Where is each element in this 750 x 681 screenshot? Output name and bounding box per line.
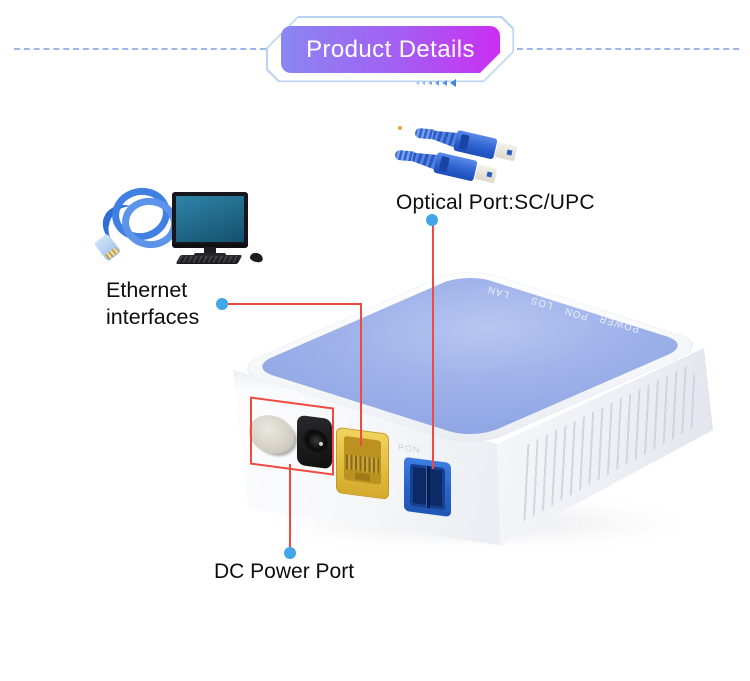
page-title: Product Details [306,35,475,63]
fiber-body-icon [433,151,478,182]
dc-power-highlight-box [250,396,334,476]
ethernet-cable-icon [93,182,182,264]
optical-port-print: PON [398,442,421,455]
ethernet-label-line2: interfaces [106,305,200,329]
desktop-computer-icon [168,192,264,264]
optical-port-label: Optical Port:SC/UPC [396,191,595,214]
arrow-triangle-icon [450,79,456,87]
ethernet-label-line1: Ethernet [106,278,188,302]
dc-power-port-label: DC Power Port [214,560,355,583]
arrow-triangle-icon [422,81,425,85]
monitor-screen-icon [176,196,244,242]
dashed-line-left [14,48,266,50]
ethernet-leader-line-vertical [360,303,362,446]
left-arrows-icon [416,77,456,89]
fiber-tip-icon [398,126,402,130]
optical-anchor-dot [426,214,438,226]
mouse-icon [249,251,264,264]
fiber-ferrule-icon [474,164,498,184]
sc-port-opening [410,463,445,511]
dc-power-leader-line [289,464,291,549]
arrow-triangle-icon [416,81,419,85]
rj45-pins [346,454,379,474]
product-details-banner: Product Details [281,26,500,73]
fiber-body-icon [453,129,498,160]
ethernet-anchor-dot [216,298,228,310]
arrow-triangle-icon [435,80,439,86]
dashed-line-right [517,48,739,50]
monitor-icon [172,192,248,248]
arrow-triangle-icon [442,80,447,86]
rj45-tab-slot [355,472,370,482]
fiber-ferrule-icon [494,142,518,162]
sc-upc-optical-port [404,456,451,517]
keyboard-icon [175,255,243,264]
optical-leader-line [432,221,434,469]
ethernet-interfaces-label: Ethernet interfaces [106,277,199,331]
sc-upc-fiber-connectors-icon [392,124,524,196]
rj45-opening [344,435,381,485]
rj45-lan-port [336,426,389,500]
arrow-triangle-icon [428,81,432,85]
ethernet-leader-line-horizontal [222,303,362,305]
sc-port-divider [425,465,430,509]
dc-power-anchor-dot [284,547,296,559]
monitor-stand-icon [204,247,216,254]
